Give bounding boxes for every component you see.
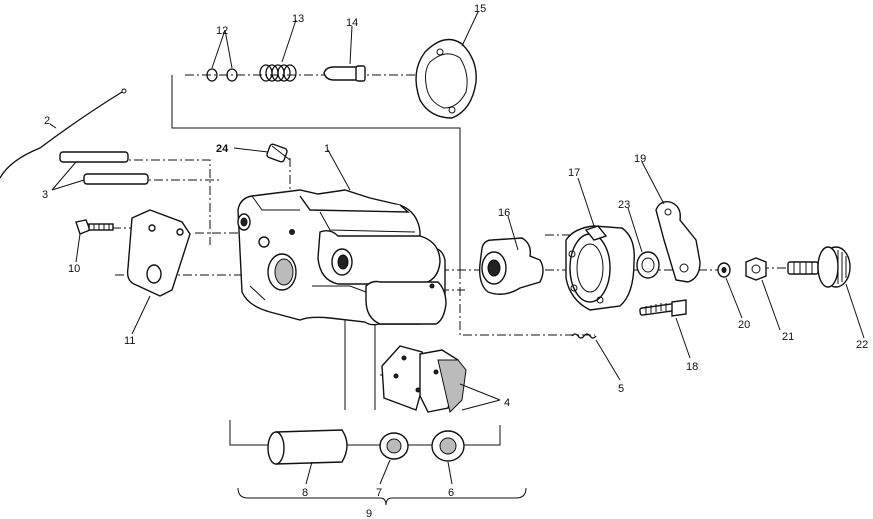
- callout-19: 19: [634, 153, 646, 165]
- callout-16: 16: [498, 207, 510, 219]
- part-11-plate: [126, 209, 191, 297]
- part-5-spring: [571, 333, 597, 339]
- part-3-pins: [59, 151, 149, 185]
- part-21-nut: [745, 257, 767, 281]
- callout-3: 3: [42, 189, 48, 201]
- part-18-screw: [639, 299, 687, 317]
- part-2-cable: [0, 88, 127, 179]
- part-14-plunger: [323, 65, 366, 82]
- callout-18: 18: [686, 361, 698, 373]
- part-4-brake-pads: [381, 345, 467, 413]
- callout-22: 22: [856, 339, 868, 351]
- callout-4: 4: [504, 397, 510, 409]
- callout-23: 23: [618, 199, 630, 211]
- callout-17: 17: [568, 167, 580, 179]
- part-22-knob: [787, 246, 851, 288]
- part-16-housing: [478, 237, 544, 295]
- callout-6: 6: [448, 487, 454, 499]
- callout-10: 10: [68, 263, 80, 275]
- part-7-seal: [379, 432, 409, 460]
- part-24-fitting: [266, 143, 291, 163]
- part-1-main-body: [237, 189, 447, 326]
- part-12-orings: [206, 68, 238, 82]
- part-8-piston: [267, 429, 348, 465]
- callout-numbers: 1 2 3 4 5 6 7 8 9 10 11 12 13 14 15 16 1…: [42, 3, 868, 519]
- callout-13: 13: [292, 13, 304, 25]
- part-10-bolt: [75, 219, 114, 235]
- part-20-washer: [717, 262, 731, 278]
- callout-12: 12: [216, 25, 228, 37]
- callout-9: 9: [366, 508, 372, 519]
- callout-leaders: [49, 11, 865, 485]
- part-13-spring: [259, 64, 297, 82]
- callout-14: 14: [346, 17, 358, 29]
- part-23-washer: [636, 251, 660, 279]
- callout-21: 21: [782, 331, 794, 343]
- part-15-gasket: [415, 38, 477, 119]
- part-17-cover: [565, 225, 635, 311]
- callout-5: 5: [618, 383, 624, 395]
- callout-11: 11: [124, 335, 135, 347]
- part-6-seal: [431, 430, 465, 462]
- part-9-bracket: [237, 487, 527, 506]
- callout-20: 20: [738, 319, 750, 331]
- part-19-lever: [655, 200, 701, 283]
- callout-8: 8: [302, 487, 308, 499]
- callout-1: 1: [324, 143, 330, 155]
- callout-2: 2: [44, 115, 50, 127]
- callout-24: 24: [216, 143, 229, 155]
- callout-15: 15: [474, 3, 486, 15]
- callout-7: 7: [376, 487, 382, 499]
